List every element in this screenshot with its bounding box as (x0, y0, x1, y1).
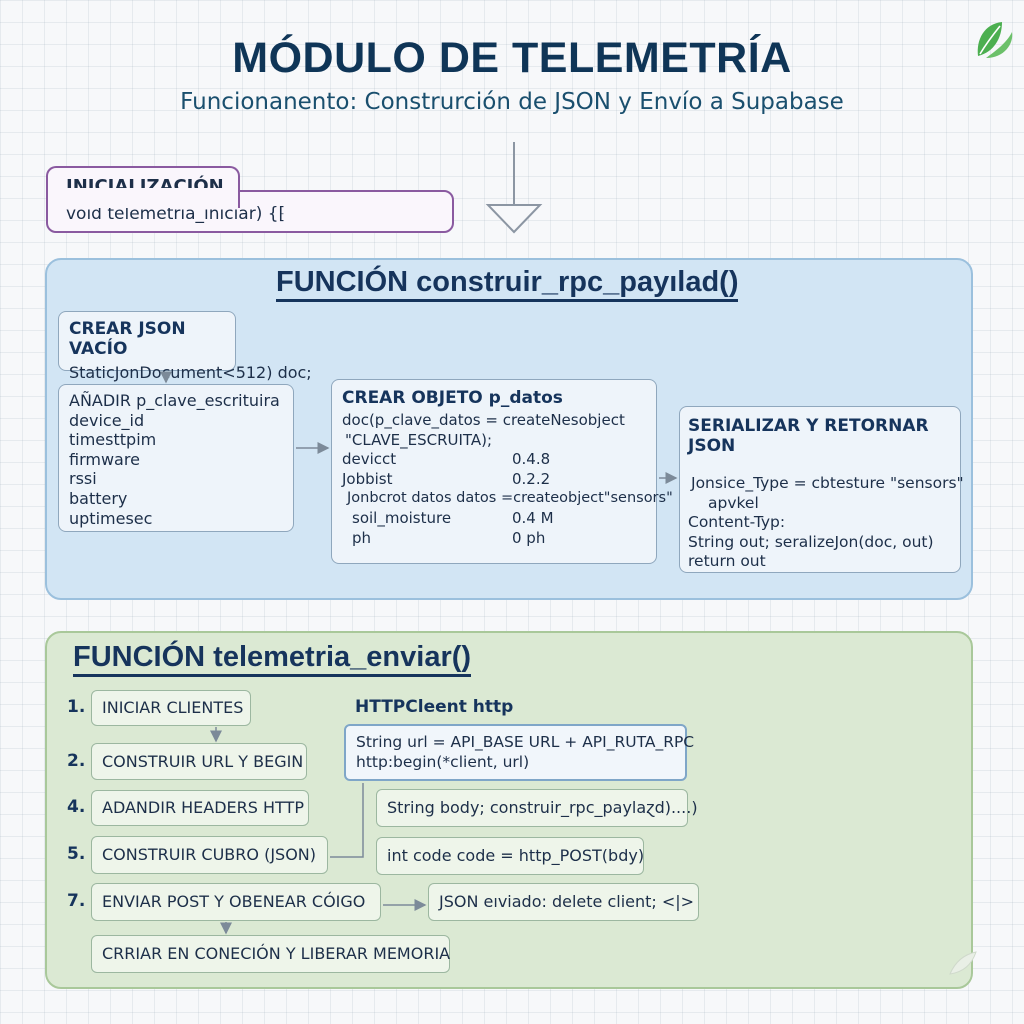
objeto-row-key: devicct (342, 450, 397, 469)
page-title: MÓDULO DE TELEMETRÍA (232, 34, 792, 82)
objeto-row: soil_moisture 0.4 M (342, 509, 656, 529)
anadir-line: firmware (69, 449, 140, 469)
corner-leaf-icon (949, 951, 977, 975)
post-code-card: int code code = http_POST(bdy) (376, 837, 644, 875)
objeto-row: ph 0 ph (342, 529, 656, 549)
step-cerrar-conexion: CRRIAR EN CONECIÓN Y LIBERAR MEMORIA (91, 935, 450, 973)
serializar-line: return out (688, 552, 766, 571)
objeto-row: Jobbist 0.2.2 (342, 470, 656, 490)
objeto-row-value: 0.4.8 (512, 450, 551, 469)
serializar-line: String out; seralizeJon(doc, out) (688, 532, 934, 551)
objeto-row: devicct 0.4.8 (342, 450, 656, 470)
objeto-row-key: ph (352, 528, 372, 547)
serializar-card: SERIALIZAR Y RETORNAR JSON Jonsice_Type … (679, 406, 964, 573)
objeto-line: Jonbcrot datos datos =createobject"senso… (347, 490, 673, 507)
step-number: 1. (67, 697, 86, 717)
crear-json-code: StaticJonDocument<512) doc; (69, 363, 312, 382)
anadir-card: AÑADIR p_clave_escrituira device_id time… (58, 384, 294, 532)
step-number: 7. (67, 891, 86, 911)
url-line: http:begin(*client, url) (356, 752, 530, 771)
body-code-card: String body; construir_rpc_paylaɀd)....) (376, 789, 698, 827)
payload-function-title: FUNCIÓN construir_rpc_payılad() (276, 266, 739, 302)
crear-objeto-card: CREAR OBJETO p_datos doc(p_clave_datos =… (331, 379, 673, 564)
anadir-line: rssi (69, 469, 97, 489)
url-code-card: String url = API_BASE URL + API_RUTA_RPC… (344, 724, 695, 781)
serializar-line: Content-Typ: (688, 513, 786, 532)
init-code: void telemetria_iniciar) {⁅ (66, 204, 286, 224)
enviar-function-title: FUNCIÓN telemetria_enviar() (73, 641, 472, 677)
serializar-line: Jonsice_Type = cbtesture "sensors" (691, 474, 964, 492)
url-line: String url = API_BASE URL + API_RUTA_RPC (356, 733, 695, 751)
objeto-row-value: 0.4 M (512, 508, 554, 527)
crear-objeto-head: CREAR OBJETO p_datos (342, 388, 563, 408)
step-number: 4. (67, 797, 86, 817)
crear-json-card: CREAR JSON VACÍO StaticJonDocument<512) … (58, 311, 312, 382)
step-construir-cuerpo: CONSTRUIR CUBRO (JSON) (91, 836, 328, 874)
init-tab-label: INICIALIZACIÓN (46, 166, 240, 208)
step-enviar-post: ENVIAR POST Y OBENEAR CÓIGO (91, 883, 381, 921)
objeto-row-value: 0.2.2 (512, 469, 551, 488)
anadir-line: AÑADIR p_clave_escrituira (69, 391, 280, 410)
step-headers: ADANDIR HEADERS HTTP (91, 790, 309, 826)
step-construir-url: CONSTRUIR URL Y BEGIN (91, 743, 307, 780)
anadir-line: battery (69, 488, 128, 508)
page-subtitle: Funcionanento: Construrción de JSON y En… (180, 89, 844, 115)
leaf-logo-icon (977, 22, 1013, 58)
anadir-line: uptimesec (69, 508, 153, 528)
serializar-head: SERIALIZAR Y RETORNAR JSON (688, 416, 929, 456)
objeto-row-key: Jobbist (342, 469, 393, 488)
step-iniciar-clientes: INICIAR CLIENTES (91, 690, 251, 726)
json-result-card: JSON eıviado: delete client; <|> (428, 883, 699, 921)
http-client-head: HTTPCleent http (355, 697, 514, 717)
step-number: 2. (67, 751, 86, 771)
objeto-row-key: soil_moisture (352, 508, 452, 527)
crear-json-head: CREAR JSON VACÍO (69, 319, 186, 359)
anadir-line: device_id (69, 410, 145, 430)
anadir-line: timesttpim (69, 430, 157, 450)
objeto-line: "CLAVE_ESCRUITA); (345, 430, 493, 449)
objeto-line: doc(p_clave_datos = createNesobject (342, 411, 625, 429)
init-tab-join (48, 188, 238, 194)
step-number: 5. (67, 844, 86, 864)
objeto-row-value: 0 ph (512, 528, 546, 547)
serializar-line: apvkel (708, 493, 759, 512)
